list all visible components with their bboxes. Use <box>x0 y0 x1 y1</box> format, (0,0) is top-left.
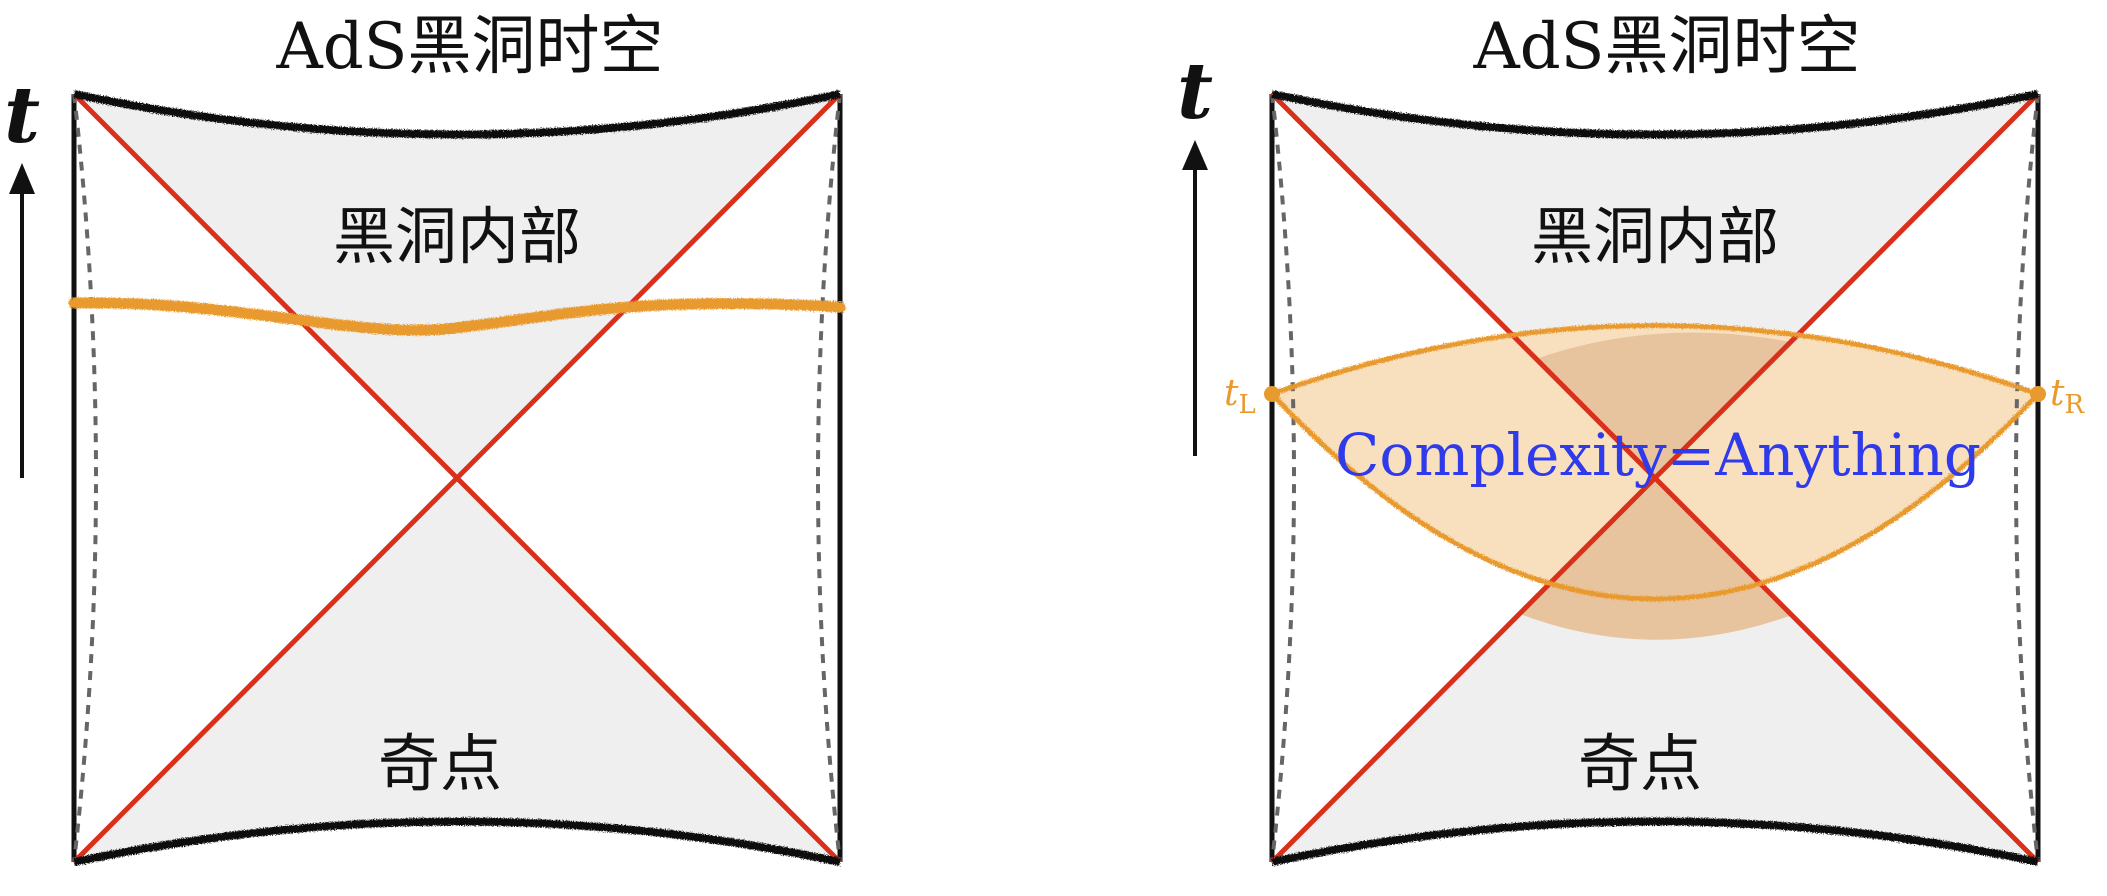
left-future-singularity <box>73 90 841 139</box>
left-constant-time-slice <box>68 297 846 336</box>
right-dashed-curve-right <box>2014 93 2040 863</box>
right-singularity-label: 奇点 <box>1578 727 1702 800</box>
left-panel-title: AdS黑洞时空 <box>275 10 663 84</box>
right-time-axis: t <box>1177 46 1213 456</box>
right-axis-label: t <box>1177 46 1213 137</box>
left-horizon-2 <box>72 92 842 864</box>
marker-tl-label: tL <box>1224 373 1256 420</box>
left-future-interior <box>74 94 840 478</box>
complexity-anything-label: Complexity=Anything <box>1335 421 1981 489</box>
right-past-interior <box>1272 478 2038 862</box>
right-horizon-2 <box>1270 92 2040 864</box>
marker-tl-dot <box>1264 386 1280 402</box>
right-panel: AdS黑洞时空 t tL <box>1177 10 2085 866</box>
arrowhead-icon <box>9 163 35 194</box>
arrowhead-icon <box>1182 140 1208 170</box>
marker-tr-label: tR <box>2050 373 2085 420</box>
right-future-singularity <box>1271 90 2039 139</box>
left-singularity-label: 奇点 <box>378 727 502 800</box>
left-axis-label: t <box>4 70 40 161</box>
right-past-singularity <box>1271 817 2039 866</box>
left-time-axis: t <box>4 70 40 478</box>
left-dashed-curve-left <box>72 93 98 863</box>
left-past-singularity <box>73 817 841 866</box>
complexity-region-overlap <box>1536 332 1791 478</box>
complexity-region-upper-boundary <box>1271 323 2039 397</box>
left-dashed-curve-right <box>816 93 842 863</box>
complexity-region-lower-boundary <box>1270 392 2040 602</box>
left-past-interior <box>74 478 840 862</box>
right-dashed-curve-left <box>1270 93 1296 863</box>
right-future-interior <box>1272 94 2038 478</box>
right-interior-label: 黑洞内部 <box>1531 200 1779 273</box>
left-panel: AdS黑洞时空 t 黑洞内部 奇点 <box>4 10 846 866</box>
right-panel-title: AdS黑洞时空 <box>1472 10 1860 84</box>
marker-tr-dot <box>2030 386 2046 402</box>
left-interior-label: 黑洞内部 <box>333 200 581 273</box>
complexity-region-overlap-lower <box>1520 478 1792 640</box>
